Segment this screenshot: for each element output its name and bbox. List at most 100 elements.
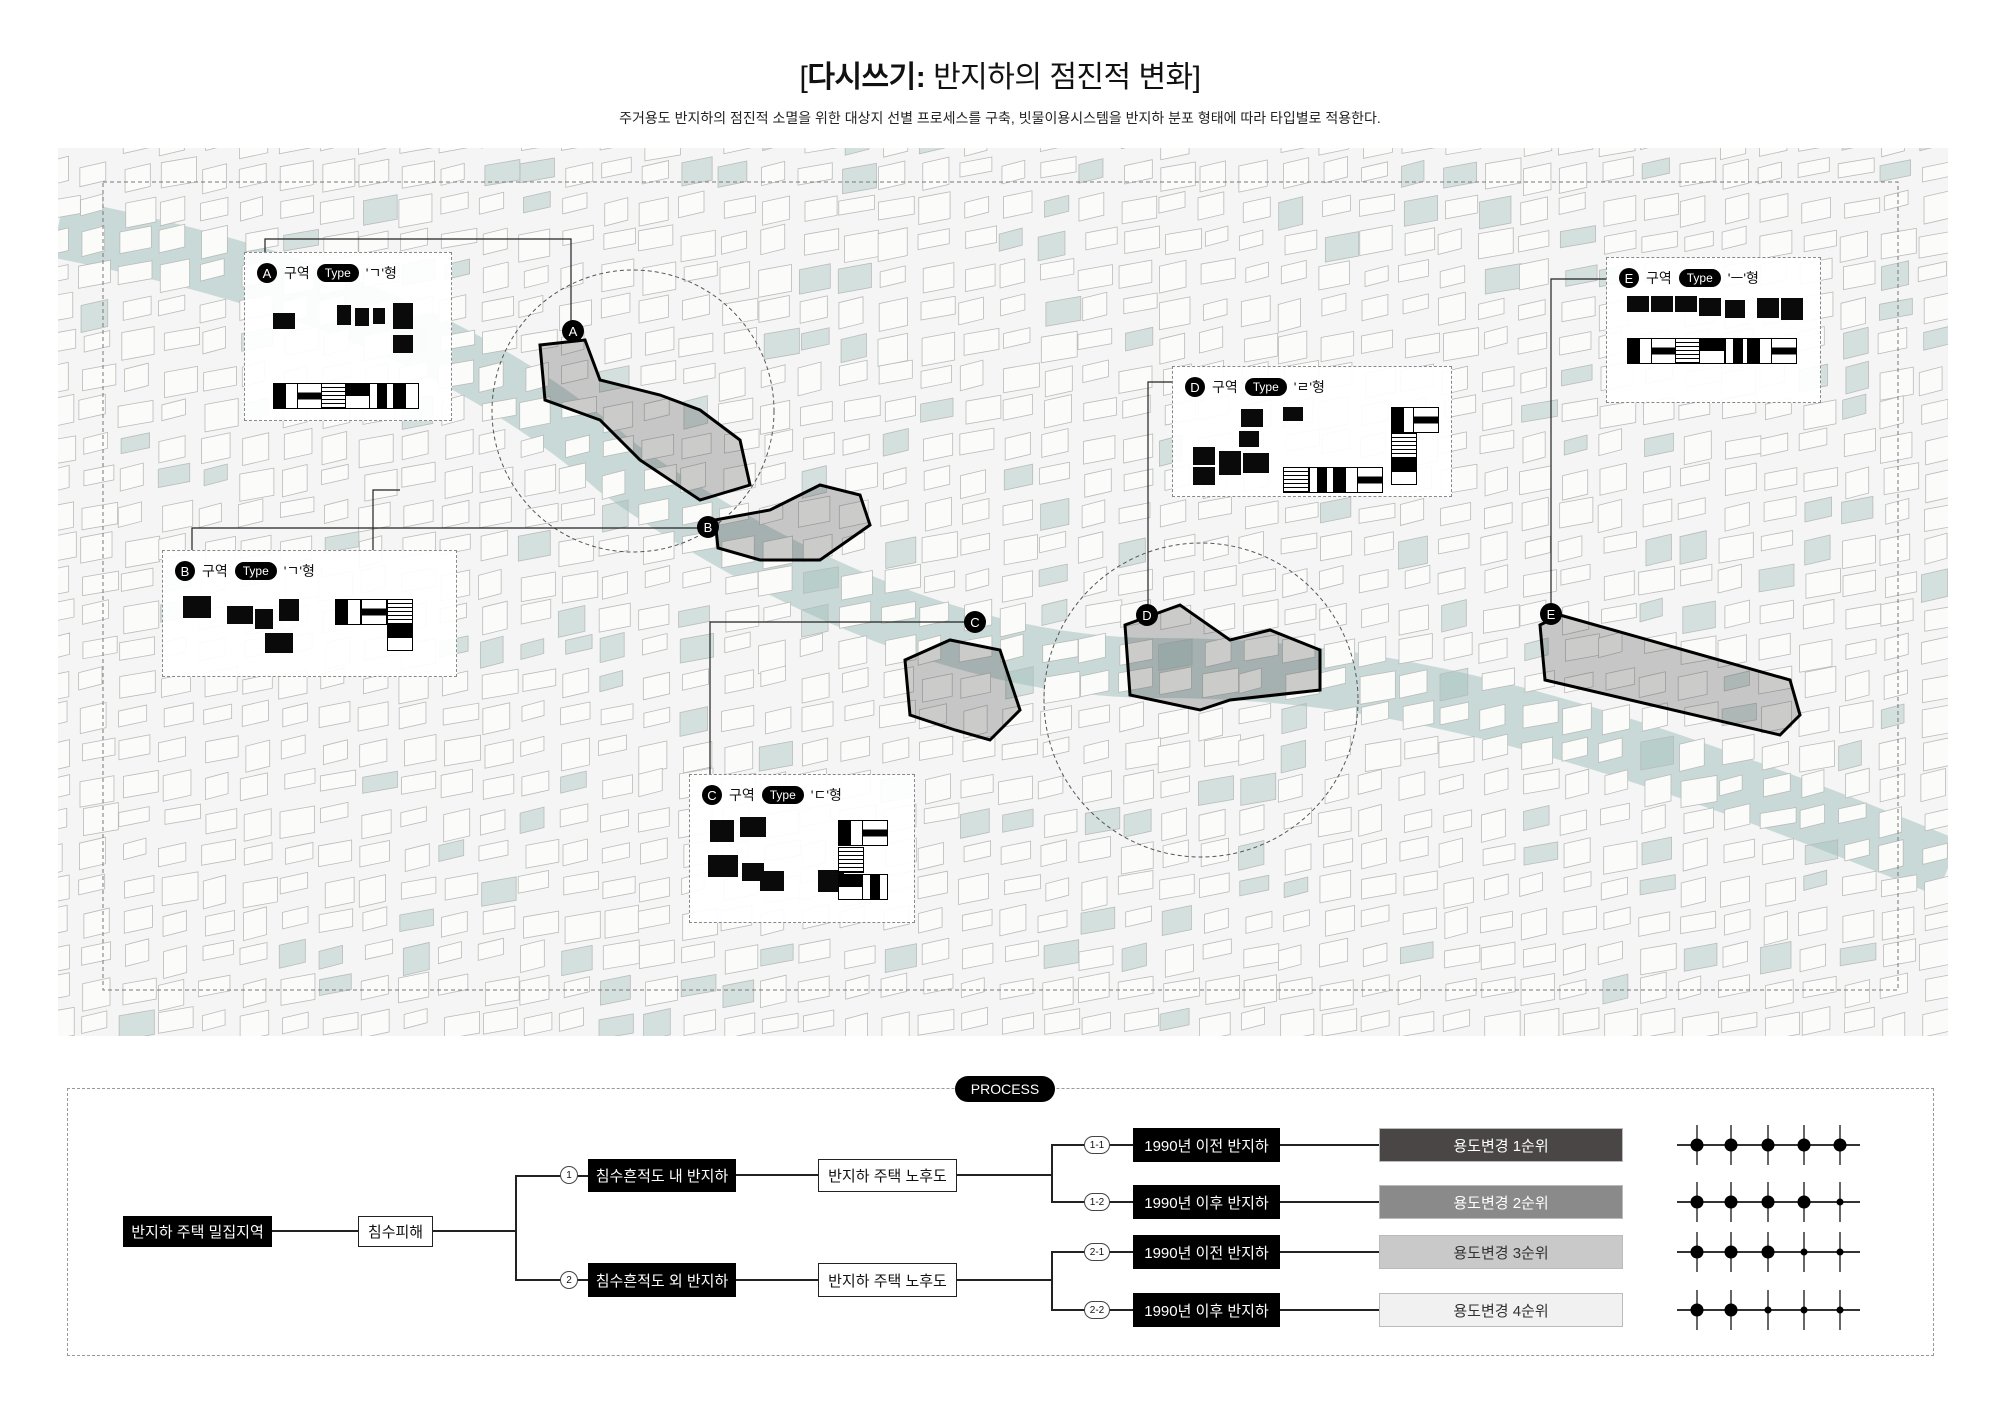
building xyxy=(1643,465,1671,494)
rainwater-system-pattern xyxy=(387,599,413,625)
building xyxy=(520,571,556,603)
building xyxy=(318,839,353,868)
building xyxy=(278,938,306,969)
building xyxy=(1801,1006,1831,1036)
building xyxy=(1803,229,1837,253)
building xyxy=(638,767,663,798)
priority-dot-large xyxy=(1761,1245,1775,1259)
building xyxy=(1801,197,1832,224)
building xyxy=(1160,148,1190,161)
building xyxy=(478,191,505,215)
building xyxy=(1117,869,1154,895)
building xyxy=(158,148,185,157)
building xyxy=(1760,941,1792,975)
building xyxy=(601,469,626,500)
building xyxy=(758,295,790,323)
building xyxy=(1845,767,1870,799)
rainwater-system-pattern xyxy=(862,874,888,900)
building xyxy=(157,462,191,489)
building xyxy=(482,773,515,800)
building xyxy=(1918,231,1948,259)
building xyxy=(1562,702,1592,736)
building xyxy=(1563,837,1591,869)
building xyxy=(1845,638,1877,660)
building xyxy=(723,195,756,219)
rainwater-system-pattern xyxy=(393,383,419,409)
building xyxy=(1438,773,1464,795)
building xyxy=(1078,704,1110,729)
priority-result: 용도변경 2순위 xyxy=(1379,1185,1623,1219)
building xyxy=(1122,394,1151,419)
building xyxy=(1804,496,1832,523)
building xyxy=(1198,707,1223,742)
building xyxy=(125,938,150,967)
building xyxy=(1918,366,1943,397)
building xyxy=(237,498,264,528)
building xyxy=(205,771,229,801)
building xyxy=(1757,161,1782,185)
zone-d-circle xyxy=(1043,542,1359,858)
marker-c[interactable]: C xyxy=(964,611,986,633)
zone-letter-badge: B xyxy=(175,561,195,581)
building xyxy=(1324,735,1351,762)
building xyxy=(921,331,956,367)
building xyxy=(1482,842,1516,867)
building xyxy=(1278,330,1308,365)
building xyxy=(1561,364,1593,387)
building xyxy=(838,635,868,670)
building xyxy=(803,431,835,461)
building xyxy=(1118,365,1153,394)
building xyxy=(601,258,635,293)
building xyxy=(242,978,267,1009)
priority-dot-large xyxy=(1724,1195,1738,1209)
building xyxy=(599,631,625,664)
building xyxy=(960,532,990,556)
building xyxy=(960,469,986,500)
building xyxy=(1924,606,1948,632)
marker-d[interactable]: D xyxy=(1136,604,1158,626)
building xyxy=(681,941,715,964)
building xyxy=(1603,570,1635,601)
building xyxy=(643,706,671,729)
priority-dot-small xyxy=(1836,1198,1844,1206)
building xyxy=(1044,394,1072,429)
building xyxy=(58,291,74,321)
building xyxy=(117,399,154,429)
building xyxy=(1202,667,1239,699)
building xyxy=(602,875,636,900)
building xyxy=(359,839,390,868)
building xyxy=(1764,467,1798,491)
building xyxy=(479,635,504,669)
building xyxy=(1845,466,1870,500)
building xyxy=(1797,156,1830,179)
building xyxy=(1883,189,1909,211)
building xyxy=(1718,532,1754,564)
row-number: 1-2 xyxy=(1084,1193,1110,1211)
building xyxy=(961,1006,988,1031)
building xyxy=(119,670,156,699)
building xyxy=(158,294,186,317)
building xyxy=(881,1011,910,1036)
building xyxy=(1398,632,1433,665)
building xyxy=(403,1007,428,1030)
building xyxy=(1003,327,1031,349)
building xyxy=(1799,638,1833,673)
building xyxy=(958,872,989,905)
building xyxy=(83,431,108,455)
marker-a[interactable]: A xyxy=(562,320,584,342)
marker-e[interactable]: E xyxy=(1540,603,1562,625)
building xyxy=(1162,839,1189,869)
building xyxy=(1878,806,1902,839)
building xyxy=(1920,767,1946,803)
building xyxy=(1524,535,1551,560)
building xyxy=(1160,775,1190,799)
building xyxy=(1080,906,1116,935)
marker-b[interactable]: B xyxy=(697,516,719,538)
zone-shape: 'ㅡ'형 xyxy=(1727,270,1759,286)
building xyxy=(761,160,786,187)
rainwater-system-pattern xyxy=(1357,467,1383,493)
building xyxy=(877,332,908,367)
building xyxy=(925,773,951,805)
building xyxy=(1758,632,1791,661)
